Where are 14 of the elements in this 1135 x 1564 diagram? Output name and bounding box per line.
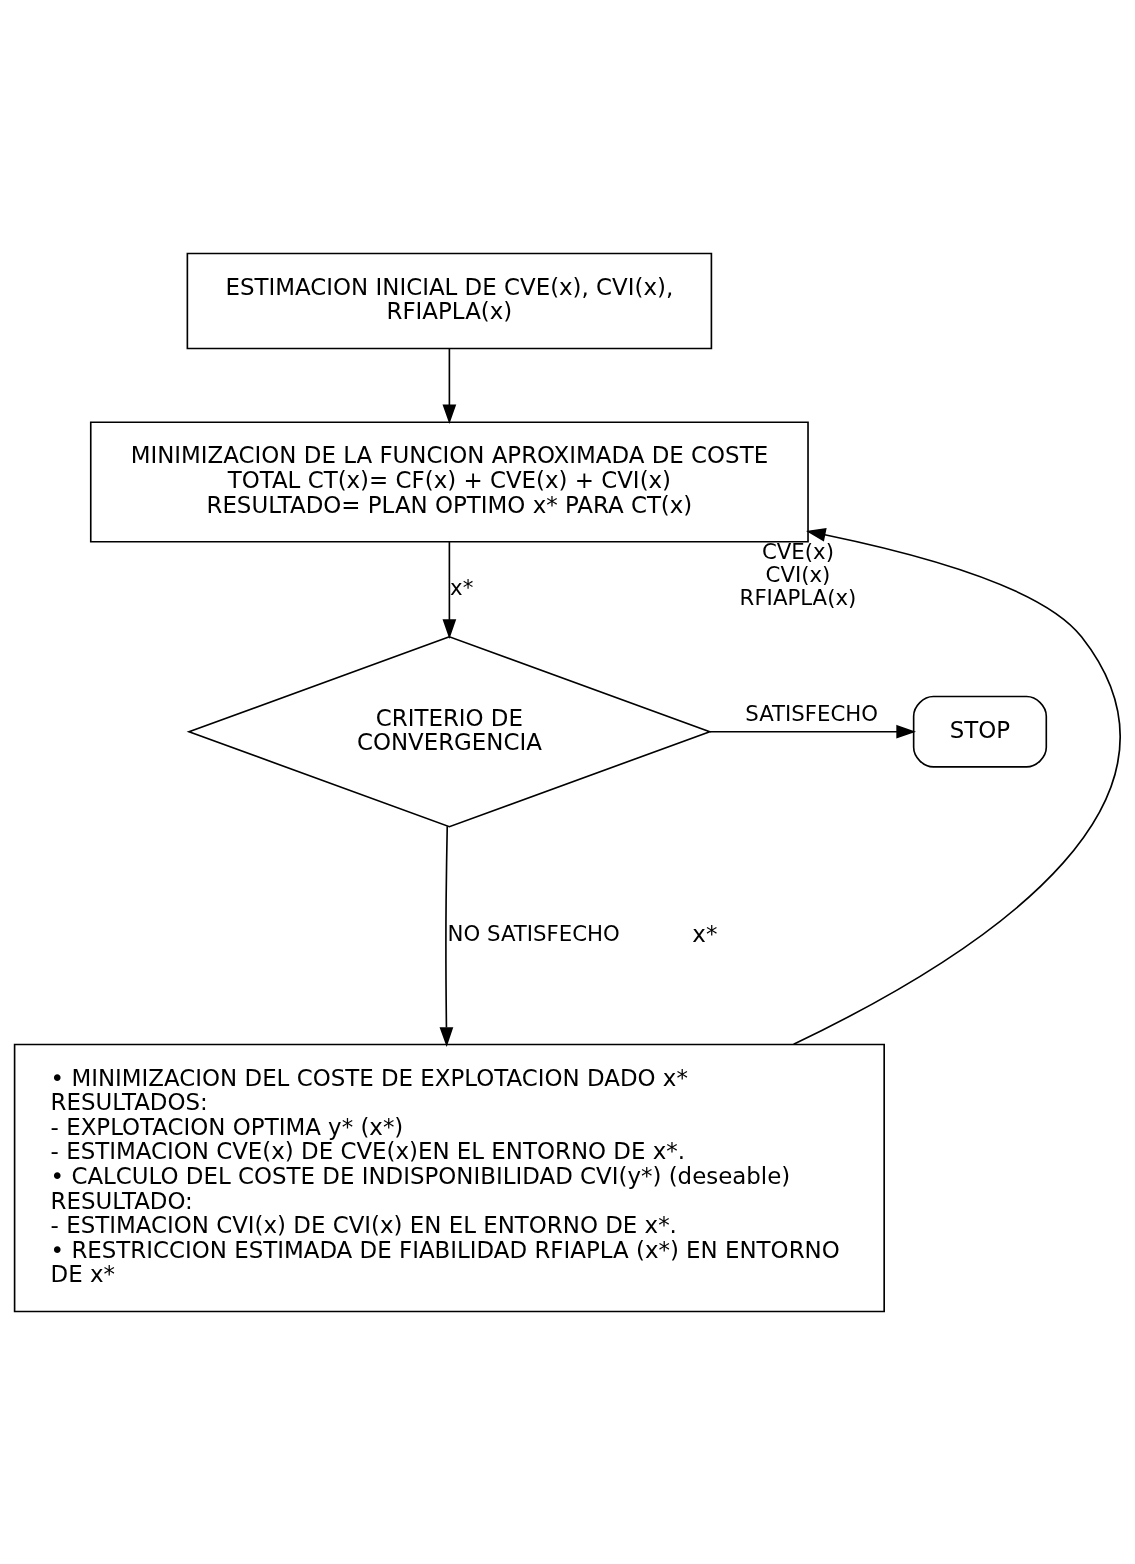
edge-label: NO SATISFECHO [447, 920, 620, 946]
arrow [709, 724, 916, 739]
edge-label: x* [450, 574, 474, 600]
arrow [439, 824, 454, 1047]
node-diamond: CRITERIO DE CONVERGENCIA [186, 635, 713, 828]
edge-label: SATISFECHO [745, 700, 879, 726]
arrow [442, 540, 457, 639]
node-box: MINIMIZACION DE LA FUNCION APROXIMADA DE COSTE TOTAL CT(x)= CF(x) + CVE(x) + CVI(x) RESULTADO= PLAN OPTIMO x* PARA CT(x) [89, 420, 809, 543]
label: x* [692, 920, 718, 947]
node-box: • MINIMIZACION DEL COSTE DE EXPLOTACION DADO x* RESULTADOS: - EXPLOTACION OPTIMA y* (x*) - ESTIMACION CVE(x) DE CVE(x)EN EL ENTORNO DE x*. • CALCULO DEL COSTE DE INDISPONIBILIDAD CVI(y*) (deseable) RESULTADO: - ESTIMACION CVI(x) DE CVI(x) EN EL ENTORNO DE x*. • RESTRICCION ESTIMADA DE FIABILIDAD RFIAPLA (x*) EN ENTORNO DE x* [13, 1043, 885, 1312]
arrow [442, 347, 457, 424]
node-box: ESTIMACION INICIAL DE CVE(x), CVI(x), RFIAPLA(x) [186, 252, 713, 349]
node-box: STOP [912, 695, 1048, 768]
arrow [792, 527, 1120, 1045]
